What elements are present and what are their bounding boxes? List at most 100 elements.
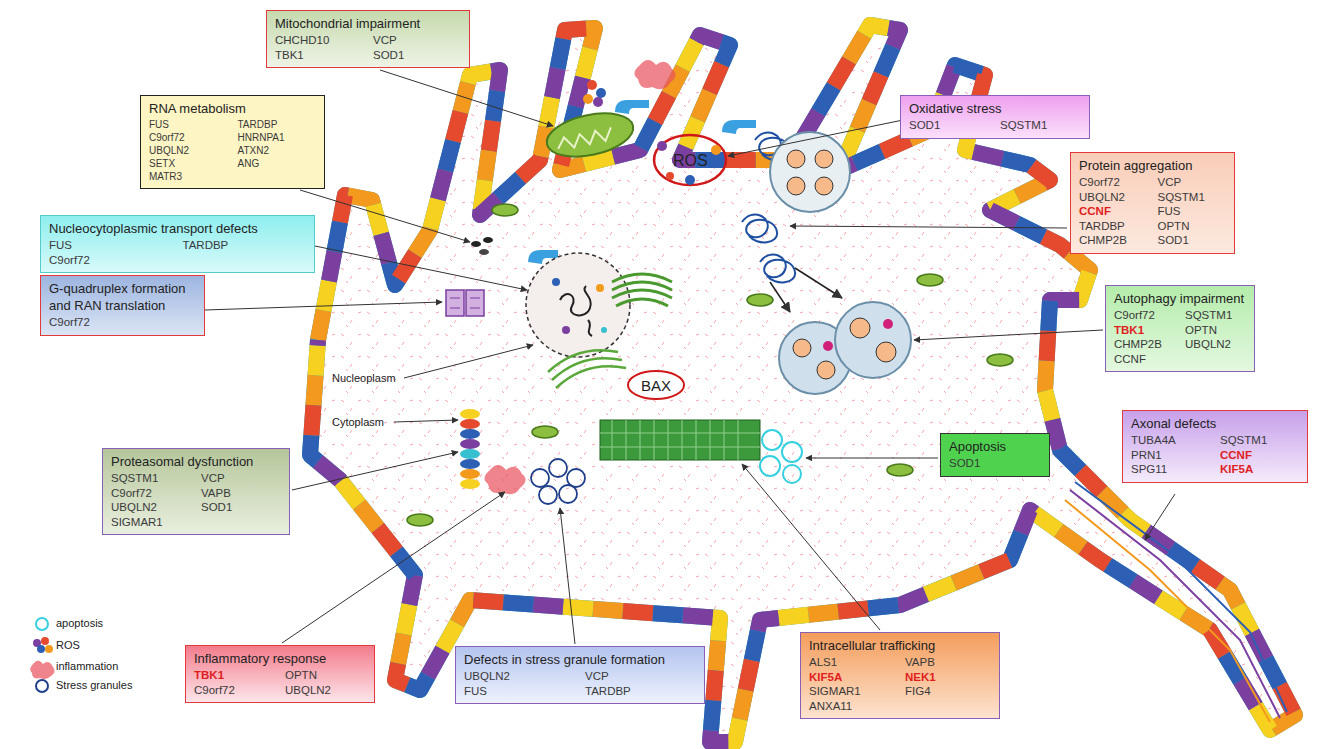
gene-name: VAPB [905, 655, 991, 670]
gene-list: SQSTM1VCPC9orf72VAPBUBQLN2SOD1SIGMAR1 [111, 471, 281, 529]
stress-granule [531, 469, 549, 487]
gene-name: TARDBP [585, 684, 696, 699]
box-heading: Mitochondrial impairment [275, 15, 461, 32]
gene-name: FIG4 [905, 684, 991, 699]
mitochondrion [543, 106, 637, 163]
gene-list: TBK1OPTNC9orf72UBQLN2 [194, 668, 366, 697]
leader-line [315, 246, 527, 290]
gene-name: ATXN2 [238, 144, 317, 157]
mitochondrion-small [987, 354, 1013, 366]
gene-name: ANG [238, 157, 317, 170]
mechanism-box: Intracellular traffickingALS1VAPBKIF5ANE… [800, 632, 1000, 719]
leader-lines [205, 70, 1175, 644]
leader-line [404, 345, 533, 378]
membrane-stripe [310, 25, 1295, 742]
cargo [793, 339, 811, 357]
mechanism-box: Autophagy impairmentC9orf72SQSTM1TBK1OPT… [1105, 285, 1255, 372]
ros-ball [593, 97, 603, 107]
apoptotic-bodies [760, 430, 802, 483]
mechanism-box: Proteasomal dysfunctionSQSTM1VCPC9orf72V… [102, 448, 290, 535]
ros-ball [583, 94, 593, 104]
ros-ball [666, 172, 674, 180]
gene-name: VCP [373, 33, 461, 48]
gene-name: FUS [149, 118, 228, 131]
axon-fibre [1075, 482, 1287, 712]
gene-list: ALS1VAPBKIF5ANEK1SIGMAR1FIG4ANXA11 [809, 655, 991, 713]
nuclear-dot [596, 284, 604, 292]
ros-ball [685, 175, 695, 185]
gene-list: C9orf72SQSTM1TBK1OPTNCHMP2BUBQLN2CCNF [1114, 308, 1246, 366]
gene-name: SQSTM1 [111, 471, 191, 486]
ros-ball [577, 85, 587, 95]
membrane-stripe [310, 25, 1295, 742]
ros-ball [657, 141, 667, 151]
inflammation-cloud [484, 465, 525, 494]
mitochondrion-small [747, 294, 773, 306]
region-label: Nucleoplasm [332, 371, 396, 385]
gene-name: UBQLN2 [285, 683, 366, 698]
gene-name: KIF5A [1220, 462, 1299, 477]
leader-line [790, 226, 1067, 228]
legend-sample [45, 645, 53, 653]
mechanism-box: ApoptosisSOD1 [940, 433, 1050, 477]
gene-name: UBQLN2 [111, 500, 191, 515]
microtubule-lines [600, 420, 760, 460]
mitochondrion-body [543, 106, 637, 163]
gene-name: SPG11 [1131, 462, 1210, 477]
gene-list: CHCHD10VCPTBK1SOD1 [275, 33, 461, 62]
gene-list: FUSTARDBPC9orf72 [49, 238, 306, 267]
gene-name: SOD1 [909, 118, 990, 133]
box-heading: RNA metabolism [149, 100, 316, 117]
rna-granule [483, 237, 493, 243]
cell-fill [310, 25, 1295, 742]
mitochondrion-small [917, 274, 943, 286]
legend-sample [36, 618, 48, 630]
box-heading: Apoptosis [949, 438, 1041, 455]
proteasome-ring [460, 469, 480, 479]
leader-line [742, 464, 880, 630]
rna-granules [471, 237, 493, 255]
nuclear-dot [601, 327, 607, 333]
mechanism-box: RNA metabolismFUSTARDBPC9orf72HNRNPA1UBQ… [140, 95, 325, 189]
gene-name: CCNF [1079, 204, 1148, 219]
rna-granule [479, 249, 489, 255]
apoptotic-body [783, 465, 801, 483]
aggregate-coil [760, 254, 795, 282]
gene-name: MATR3 [149, 170, 228, 183]
leader-line [292, 452, 458, 490]
legend-text: inflammation [56, 660, 118, 672]
mechanism-box: Defects in stress granule formationUBQLN… [455, 646, 705, 704]
aggregate-coil [742, 214, 777, 242]
vesicle [770, 132, 850, 212]
cargo [817, 361, 835, 379]
leader-line [282, 492, 505, 643]
gene-name: UBQLN2 [1185, 337, 1246, 352]
gene-name: UBQLN2 [149, 144, 228, 157]
vesicle-cargo [815, 177, 833, 195]
er-sheet [556, 366, 626, 388]
gene-name: TARDBP [1079, 219, 1148, 234]
quadruplex-block [466, 290, 484, 316]
gene-name: CCNF [1114, 352, 1175, 367]
axon-fibres [1065, 482, 1287, 722]
quadruplex-lines [450, 298, 480, 308]
gene-name: C9orf72 [111, 486, 191, 501]
gene-name: SOD1 [1158, 233, 1227, 248]
gene-list: FUSTARDBPC9orf72HNRNPA1UBQLN2ATXN2SETXAN… [149, 118, 316, 183]
box-heading: Defects in stress granule formation [464, 651, 696, 668]
process-arrow [770, 282, 790, 312]
gene-list: SOD1 [949, 456, 1041, 471]
gene-name: CCNF [1220, 448, 1299, 463]
gene-name: OPTN [285, 668, 366, 683]
gene-name: FUS [49, 238, 173, 253]
cargo [850, 318, 870, 338]
legend-sample [36, 680, 48, 692]
ros-cluster [577, 80, 606, 107]
inflammation-cloud [634, 60, 675, 89]
legend-text: Stress granules [56, 679, 132, 691]
gene-name: C9orf72 [1079, 175, 1148, 190]
gene-list: C9orf72VCPUBQLN2SQSTM1CCNFFUSTARDBPOPTNC… [1079, 175, 1226, 248]
legend-sample [41, 637, 49, 645]
gene-name: OPTN [1158, 219, 1227, 234]
